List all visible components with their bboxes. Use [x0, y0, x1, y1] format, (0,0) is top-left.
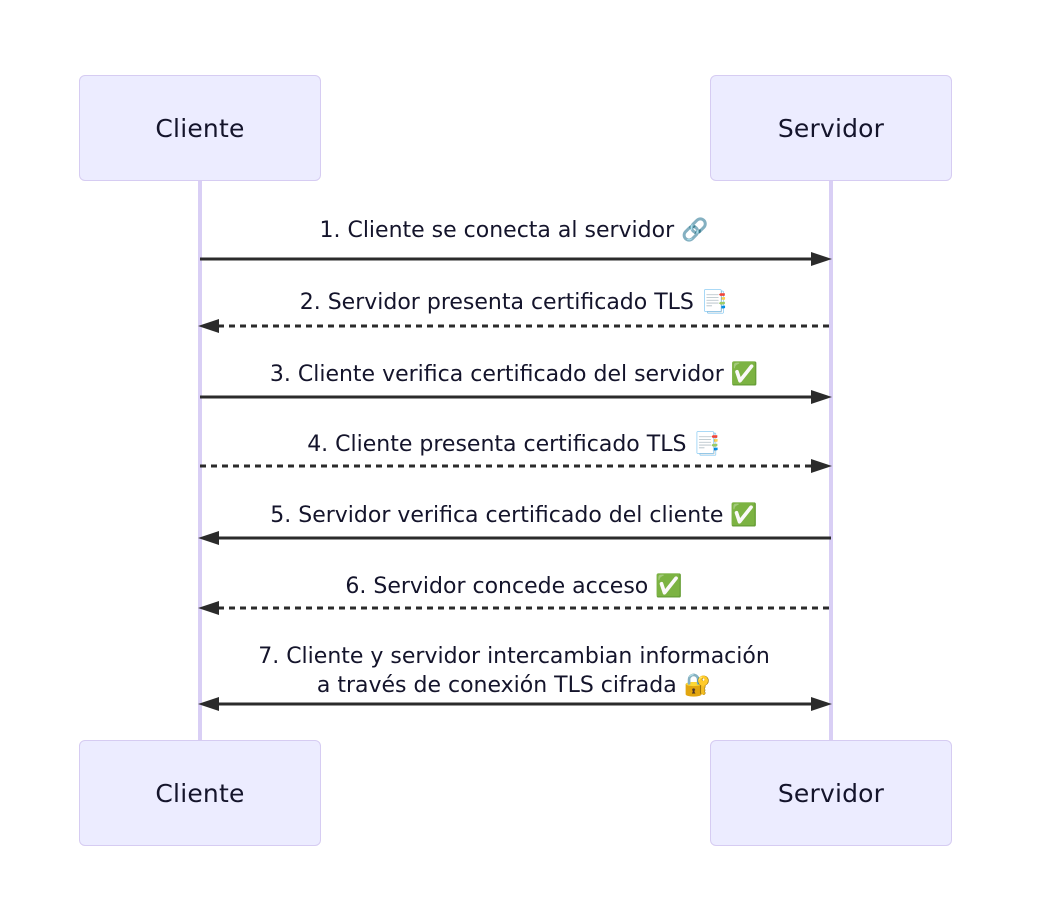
participant-label-servidor-top: Servidor	[777, 113, 885, 143]
message-2-label: 2. Servidor presenta certificado TLS 📑	[299, 290, 729, 315]
message-1-arrow	[200, 252, 832, 266]
lifeline-cliente	[198, 181, 202, 740]
participant-box-cliente-bottom[interactable]: Cliente	[79, 740, 321, 846]
message-7-label: 7. Cliente y servidor intercambian infor…	[258, 642, 770, 701]
message-7-arrow	[198, 697, 832, 711]
participant-box-servidor-top[interactable]: Servidor	[710, 75, 952, 181]
participant-label-cliente-bottom: Cliente	[155, 778, 245, 808]
message-3-arrow	[200, 390, 832, 404]
message-5-label: 5. Servidor verifica certificado del cli…	[270, 503, 758, 528]
participant-box-servidor-bottom[interactable]: Servidor	[710, 740, 952, 846]
message-7-label-line2: a través de conexión TLS cifrada 🔐	[316, 673, 712, 699]
message-6-label: 6. Servidor concede acceso ✅	[345, 574, 683, 599]
message-4-arrow	[200, 459, 832, 473]
message-5-arrow	[198, 531, 831, 545]
message-4-label: 4. Cliente presenta certificado TLS 📑	[307, 432, 721, 457]
message-2-arrow	[198, 319, 831, 333]
message-6-arrow	[198, 601, 831, 615]
message-3-label: 3. Cliente verifica certificado del serv…	[269, 362, 759, 387]
lifeline-servidor	[829, 181, 833, 740]
message-1-label: 1. Cliente se conecta al servidor 🔗	[319, 218, 709, 243]
participant-label-servidor-bottom: Servidor	[777, 778, 885, 808]
participant-label-cliente-top: Cliente	[155, 113, 245, 143]
message-7-label-line1: 7. Cliente y servidor intercambian infor…	[258, 644, 770, 669]
participant-box-cliente-top[interactable]: Cliente	[79, 75, 321, 181]
